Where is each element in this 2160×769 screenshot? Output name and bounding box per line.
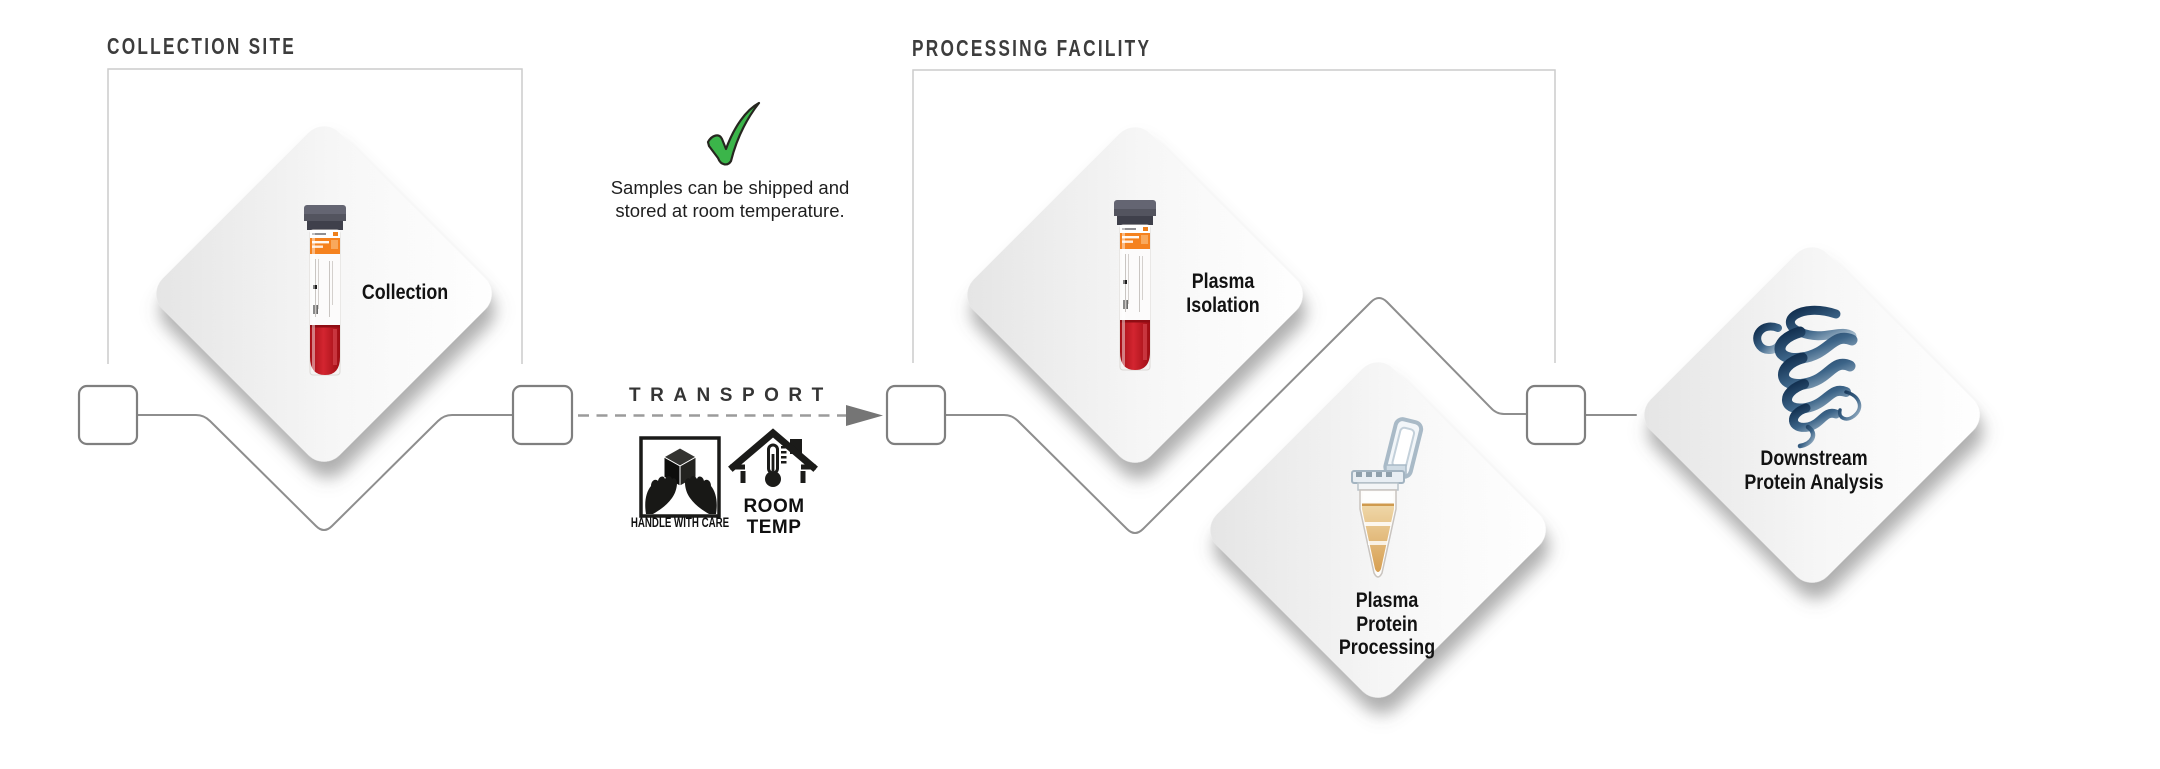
blood-tube-icon: [1113, 199, 1157, 371]
microcentrifuge-tube-icon: [1351, 417, 1424, 578]
transport-note: Samples can be shipped and stored at roo…: [610, 177, 850, 222]
downstream-protein-analysis-diamond: [1644, 247, 1980, 583]
connector-square: [885, 384, 947, 446]
collection-site-box: [107, 68, 523, 364]
check-icon: [706, 101, 761, 166]
room-temp-label: ROOM TEMP: [743, 496, 805, 538]
protein-ribbon-icon: [1753, 305, 1862, 449]
connector-square: [77, 384, 139, 446]
processing-facility-title: PROCESSING FACILITY: [912, 35, 1152, 61]
connector-square: [1525, 384, 1587, 446]
connector-square: [511, 384, 574, 446]
handle-with-care-icon: [639, 436, 721, 518]
processing-facility-box: [912, 69, 1556, 363]
collection-site-title: COLLECTION SITE: [107, 33, 296, 59]
plasma-protein-processing-node-label: Plasma Protein Processing: [1338, 589, 1436, 660]
handle-with-care-label: HANDLE WITH CARE: [630, 515, 730, 530]
downstream-protein-analysis-node-label: Downstream Protein Analysis: [1744, 447, 1884, 494]
flow-connector-path: [136, 297, 1637, 534]
plasma-isolation-node-label: Plasma Isolation: [1186, 270, 1260, 317]
transport-label: TRANSPORT: [629, 385, 833, 406]
connector-nodes: [77, 384, 1587, 446]
collection-node-label: Collection: [361, 281, 449, 304]
transport-arrowhead-icon: [846, 405, 883, 426]
room-temp-icon: [728, 428, 818, 487]
blood-tube-icon: [303, 204, 347, 376]
